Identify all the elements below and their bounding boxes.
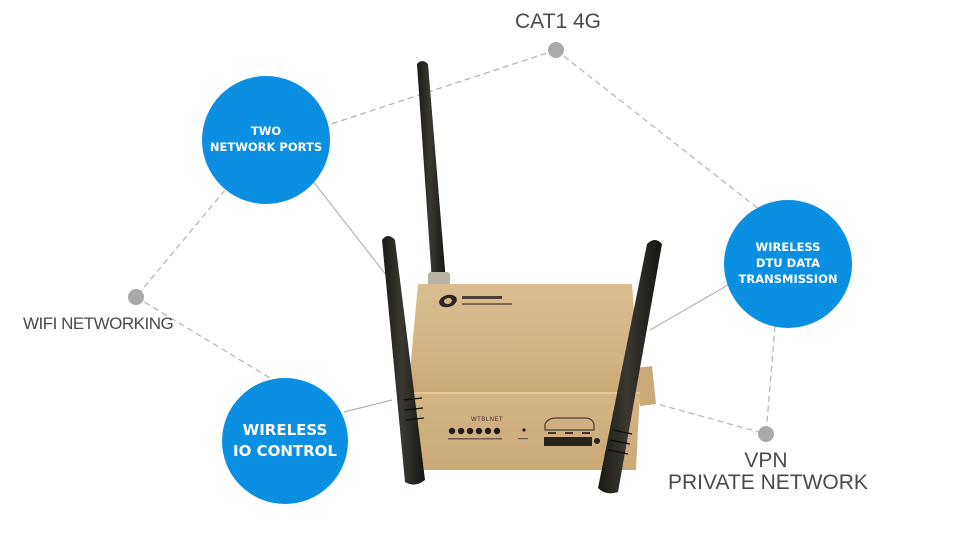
mounting-bracket-right bbox=[636, 366, 656, 406]
connector-ports-to-device bbox=[311, 179, 391, 281]
feature-two-network-ports-line-2: NETWORK PORTS bbox=[209, 140, 323, 154]
connector-device-to-vpn bbox=[649, 401, 767, 435]
connector-ports-to-wifi bbox=[135, 189, 226, 298]
feature-vpn-line-1: VPN bbox=[744, 449, 788, 472]
feature-cat1-4g-text: CAT1 4G bbox=[515, 10, 601, 33]
feature-vpn-private-network: VPN PRIVATE NETWORK bbox=[668, 449, 868, 494]
feature-wireless-dtu-line-1: WIRELESS bbox=[755, 240, 821, 255]
feature-vpn-line-2: PRIVATE NETWORK bbox=[668, 471, 868, 494]
feature-wifi-networking-text: WIFI NETWORKING bbox=[23, 314, 174, 333]
feature-wireless-io-line-1: WIRELESS bbox=[242, 421, 328, 440]
connector-dtu-to-vpn bbox=[765, 325, 776, 435]
antenna-right bbox=[598, 240, 662, 494]
node-dot-vpn bbox=[758, 426, 774, 442]
feature-wifi-networking: WIFI NETWORKING bbox=[23, 314, 174, 334]
connector-io-to-device bbox=[343, 399, 393, 413]
connector-wifi-to-io bbox=[135, 296, 271, 379]
brand-logo bbox=[439, 294, 512, 308]
status-leds bbox=[448, 427, 526, 435]
feature-wireless-dtu-line-2: DTU DATA bbox=[755, 256, 821, 271]
device-model-label: WTBLNET bbox=[471, 417, 503, 423]
feature-two-network-ports-line-1: TWO bbox=[250, 124, 282, 139]
device-body-top bbox=[408, 284, 640, 392]
node-dot-wifi bbox=[128, 289, 144, 305]
antenna-left bbox=[382, 236, 425, 485]
connector-device-to-dtu bbox=[649, 284, 729, 331]
feature-two-network-ports: TWO NETWORK PORTS bbox=[202, 76, 330, 204]
connector-cat1-to-ports bbox=[327, 49, 557, 126]
feature-wireless-io-control: WIRELESS IO CONTROL bbox=[222, 378, 348, 504]
feature-wireless-io-line-2: IO CONTROL bbox=[233, 442, 337, 460]
connector-cat1-to-dtu bbox=[555, 49, 761, 211]
sim-slot bbox=[544, 417, 600, 446]
feature-wireless-dtu-line-3: TRANSMISSION bbox=[738, 271, 838, 286]
feature-cat1-4g: CAT1 4G bbox=[515, 10, 601, 34]
node-dot-cat1 bbox=[548, 42, 564, 58]
antenna-top bbox=[417, 61, 450, 286]
feature-wireless-dtu: WIRELESS DTU DATA TRANSMISSION bbox=[724, 200, 852, 328]
